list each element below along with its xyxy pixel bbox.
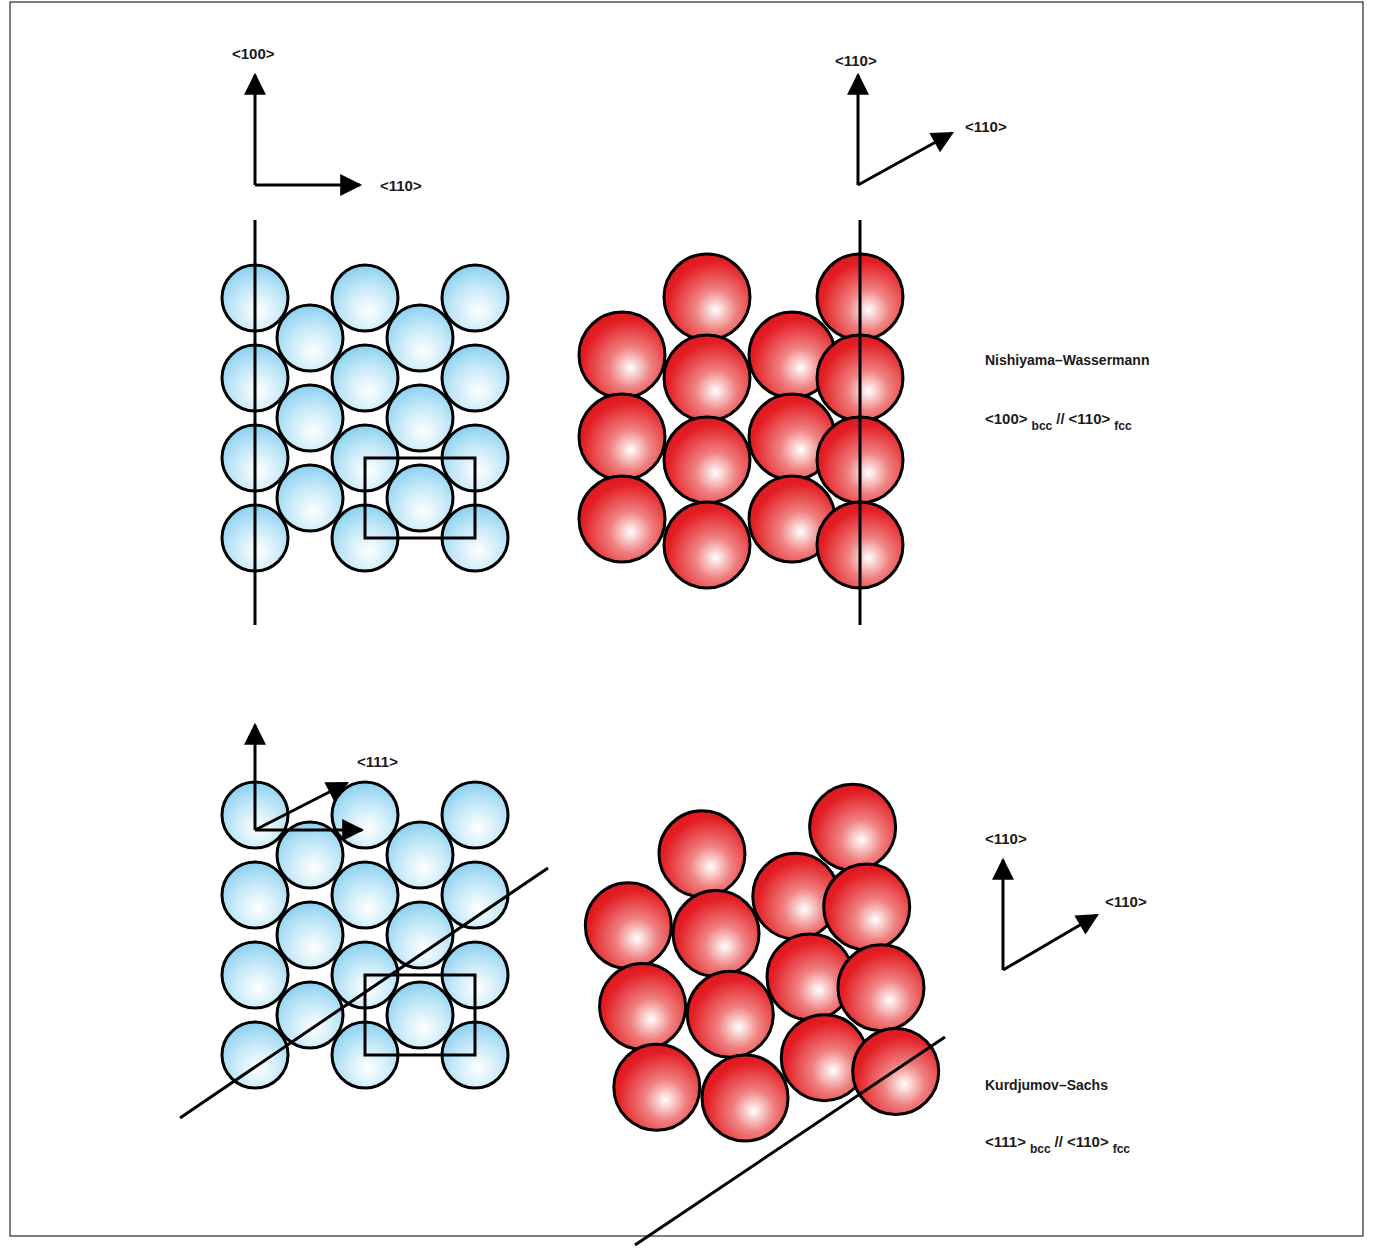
atom bbox=[387, 385, 453, 451]
atom bbox=[810, 784, 896, 870]
axis-label: <100> bbox=[232, 45, 275, 63]
axis-label: <110> bbox=[985, 830, 1027, 848]
atom bbox=[387, 982, 453, 1048]
axis-label: <110> bbox=[1105, 893, 1147, 911]
atom bbox=[332, 782, 398, 848]
atom bbox=[579, 394, 665, 480]
atom bbox=[838, 945, 924, 1031]
atom-lattices bbox=[180, 220, 945, 1245]
atom bbox=[664, 254, 750, 340]
direction-line bbox=[635, 1037, 945, 1245]
atom bbox=[222, 942, 288, 1008]
unit-cell bbox=[365, 458, 475, 538]
direction-line bbox=[859, 220, 862, 625]
frame bbox=[10, 2, 1363, 1236]
atom bbox=[277, 305, 343, 371]
atom bbox=[600, 963, 686, 1049]
atom bbox=[442, 265, 508, 331]
relation-term: // bbox=[1056, 410, 1064, 427]
atom bbox=[659, 811, 745, 897]
lattice-subscript: fcc bbox=[1114, 419, 1131, 433]
atom bbox=[387, 465, 453, 531]
orientation-relation: <100>bcc//<110>fcc bbox=[985, 410, 1136, 427]
direction-line bbox=[180, 868, 548, 1118]
atom bbox=[664, 502, 750, 588]
atom bbox=[702, 1055, 788, 1141]
atom bbox=[277, 465, 343, 531]
axis-label: <111> bbox=[357, 753, 398, 771]
orientation-relation: <111>bcc//<110>fcc bbox=[985, 1133, 1134, 1150]
atom bbox=[579, 312, 665, 398]
relation-term: // bbox=[1055, 1133, 1063, 1150]
lattice-subscript: fcc bbox=[1113, 1142, 1130, 1156]
atom bbox=[387, 902, 453, 968]
atom bbox=[222, 1022, 288, 1088]
relation-term: <110> bbox=[1067, 1133, 1109, 1150]
relation-term: <110> bbox=[1069, 410, 1111, 427]
atom bbox=[332, 345, 398, 411]
unit-cell bbox=[365, 975, 475, 1055]
atom bbox=[332, 862, 398, 928]
atom bbox=[673, 891, 759, 977]
atom bbox=[277, 902, 343, 968]
atom bbox=[277, 385, 343, 451]
relationship-name: Nishiyama–Wassermann bbox=[985, 352, 1149, 369]
direction-line bbox=[254, 220, 257, 625]
lattice-subscript: bcc bbox=[1032, 419, 1053, 433]
relationship-name: Kurdjumov–Sachs bbox=[985, 1077, 1108, 1094]
atom bbox=[387, 822, 453, 888]
atom bbox=[442, 782, 508, 848]
axes bbox=[255, 75, 1097, 970]
atom bbox=[442, 345, 508, 411]
atom bbox=[664, 335, 750, 421]
atom bbox=[332, 265, 398, 331]
atom bbox=[222, 862, 288, 928]
atom bbox=[664, 417, 750, 503]
atom bbox=[585, 883, 671, 969]
atom bbox=[387, 305, 453, 371]
axis-label: <110> bbox=[835, 52, 877, 70]
atom bbox=[614, 1044, 700, 1130]
axis-label: <110> bbox=[380, 177, 422, 195]
atom bbox=[824, 864, 910, 950]
lattice-subscript: bcc bbox=[1030, 1142, 1051, 1156]
atom bbox=[277, 822, 343, 888]
axis-label: <110> bbox=[965, 118, 1007, 136]
atom bbox=[687, 971, 773, 1057]
atom bbox=[579, 476, 665, 562]
relation-term: <100> bbox=[985, 410, 1028, 427]
relation-term: <111> bbox=[985, 1133, 1026, 1150]
